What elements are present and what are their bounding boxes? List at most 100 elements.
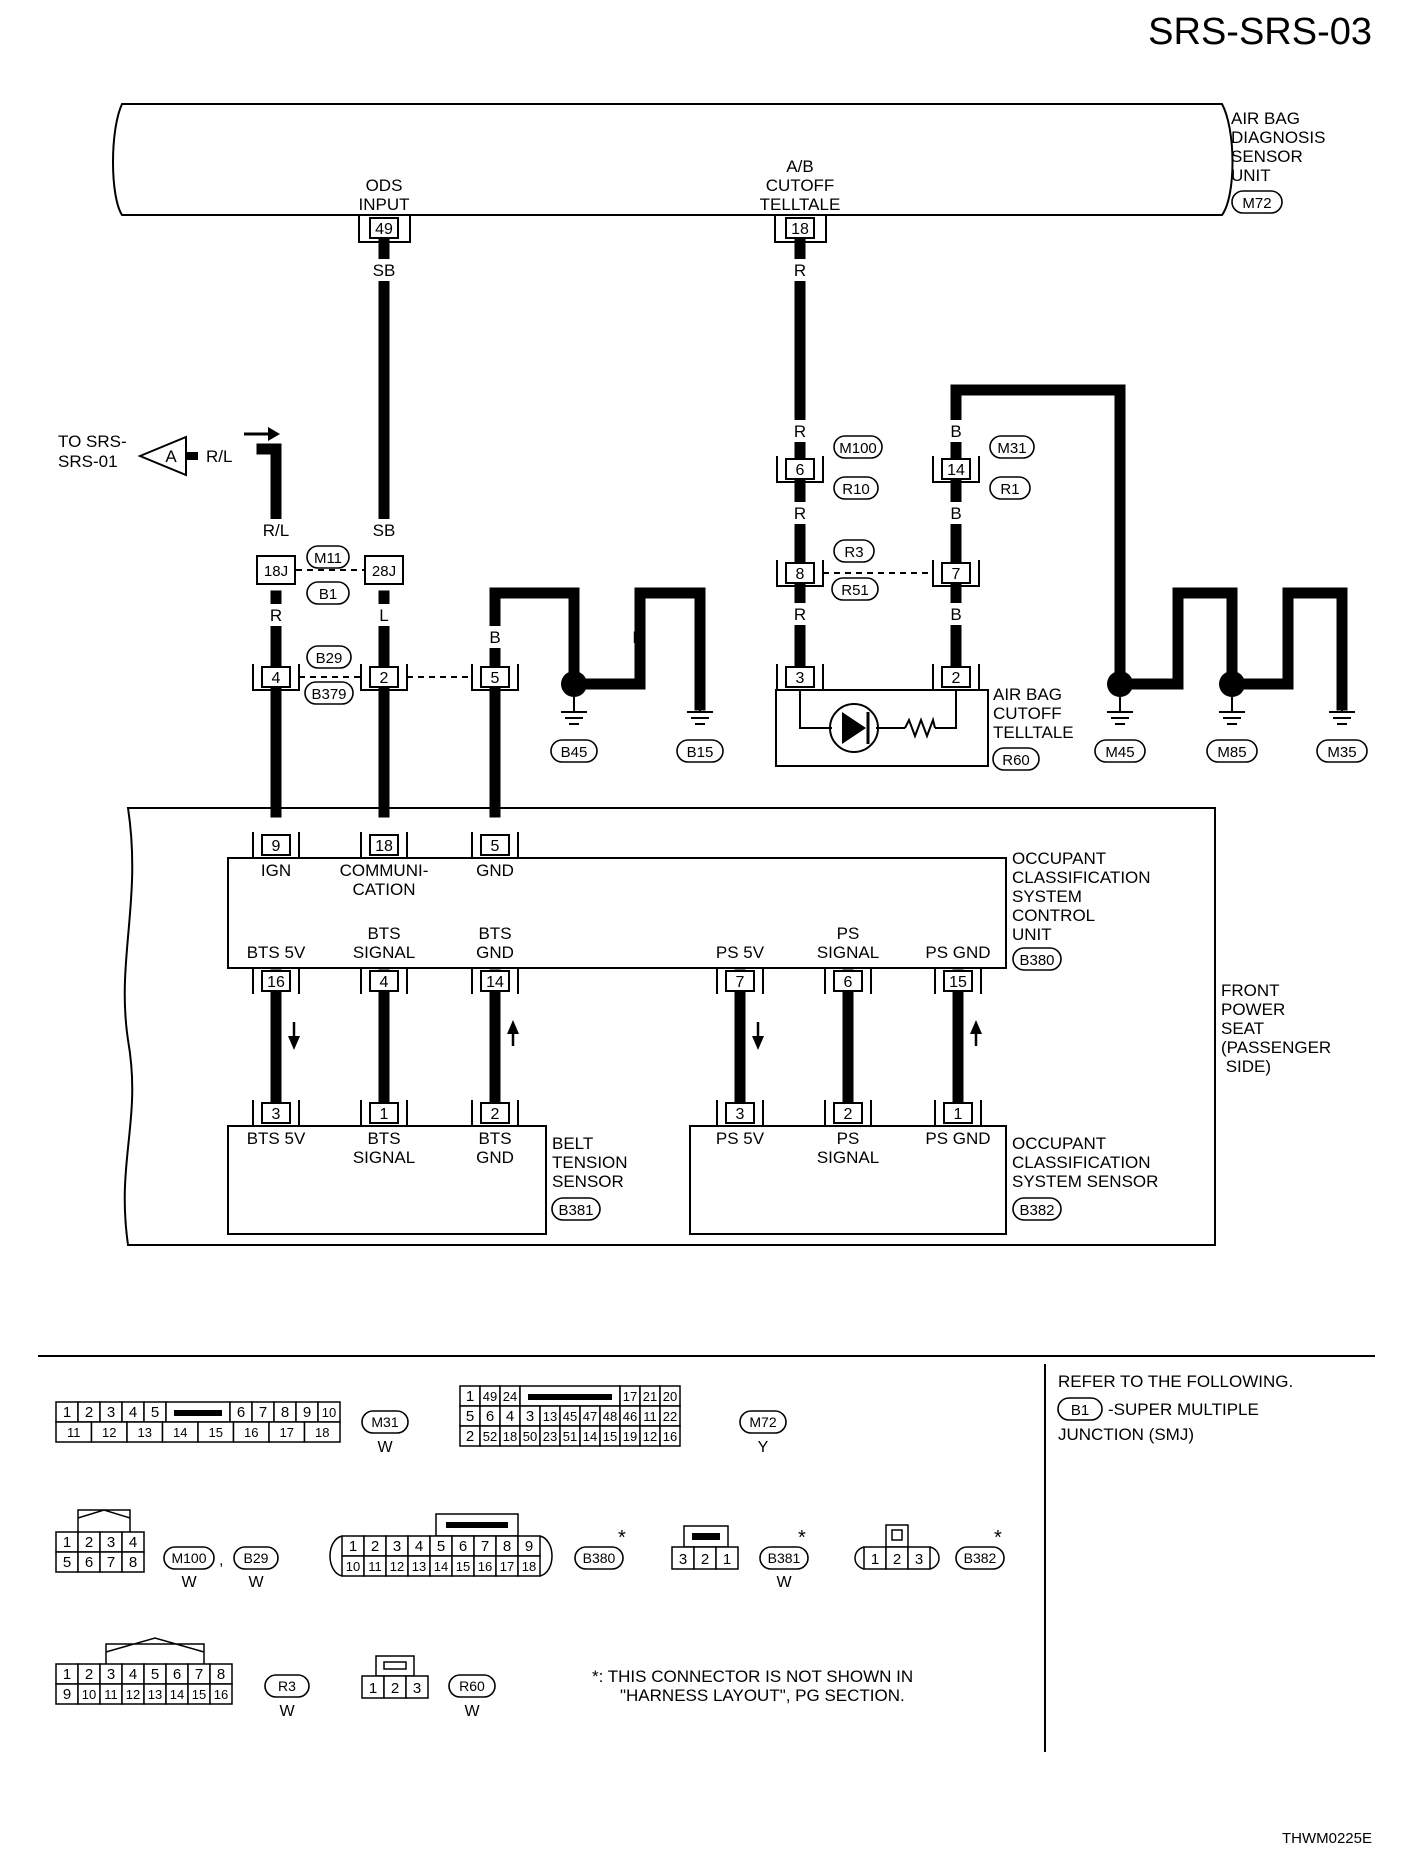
svg-text:*: THIS CONNECTOR IS NOT SHOWN: *: THIS CONNECTOR IS NOT SHOWN IN	[592, 1667, 913, 1686]
svg-text:B: B	[950, 422, 961, 441]
svg-text:2: 2	[371, 1538, 379, 1555]
svg-text:B: B	[1336, 628, 1347, 647]
svg-text:4: 4	[415, 1538, 423, 1555]
svg-text:2: 2	[466, 1428, 474, 1445]
svg-text:CATION: CATION	[353, 880, 416, 899]
front-power-seat: FRONT POWER SEAT (PASSENGER SIDE)	[123, 807, 1331, 1246]
svg-text:1: 1	[723, 1551, 731, 1568]
svg-text:B1: B1	[319, 586, 337, 603]
svg-text:12: 12	[643, 1429, 657, 1444]
svg-text:CLASSIFICATION: CLASSIFICATION	[1012, 1153, 1151, 1172]
joint-connector-b29-b379: 4 2 5 B29 B379	[252, 645, 519, 705]
svg-text:2: 2	[85, 1666, 93, 1683]
svg-text:POWER: POWER	[1221, 1000, 1285, 1019]
led-diode-icon	[829, 703, 879, 753]
svg-text:W: W	[279, 1703, 295, 1720]
svg-text:PS: PS	[837, 1129, 860, 1148]
bts-pin-1: 1 BTS SIGNAL	[353, 1100, 415, 1167]
svg-text:18: 18	[791, 221, 809, 238]
svg-text:3: 3	[272, 1106, 281, 1123]
svg-text:JUNCTION (SMJ): JUNCTION (SMJ)	[1058, 1425, 1194, 1444]
svg-text:SIGNAL: SIGNAL	[353, 1148, 415, 1167]
svg-text:9: 9	[525, 1538, 533, 1555]
svg-text:BTS: BTS	[367, 924, 400, 943]
svg-text:4: 4	[506, 1408, 514, 1425]
svg-text:13: 13	[138, 1425, 152, 1440]
joint-connector-m11-b1: 18J 28J M11 B1	[256, 545, 404, 605]
svg-text:PS: PS	[837, 924, 860, 943]
svg-text:SRS-01: SRS-01	[58, 452, 118, 471]
svg-text:9: 9	[63, 1686, 71, 1703]
svg-text:AIR BAG: AIR BAG	[1231, 109, 1300, 128]
svg-text:4: 4	[380, 974, 389, 991]
svg-text:18J: 18J	[264, 563, 288, 580]
svg-text:1: 1	[369, 1680, 377, 1697]
svg-text:UNIT: UNIT	[1231, 166, 1271, 185]
m72-tag: M72	[1231, 190, 1283, 214]
svg-text:-SUPER MULTIPLE: -SUPER MULTIPLE	[1108, 1400, 1259, 1419]
ocs-top-pin-18: 18 COMMUNI- CATION	[340, 832, 429, 899]
svg-text:BTS: BTS	[478, 1129, 511, 1148]
svg-text:1: 1	[954, 1106, 963, 1123]
svg-text:15: 15	[192, 1687, 206, 1702]
svg-text:4: 4	[129, 1666, 137, 1683]
svg-text:COMMUNI-: COMMUNI-	[340, 861, 429, 880]
svg-text:5: 5	[151, 1666, 159, 1683]
svg-text:BTS 5V: BTS 5V	[247, 1129, 306, 1148]
svg-text:*: *	[798, 1527, 806, 1549]
bts-pin-3: 3 BTS 5V	[247, 1100, 306, 1148]
resistor-icon	[904, 716, 936, 739]
svg-text:B381: B381	[768, 1550, 801, 1566]
svg-text:GND: GND	[476, 943, 514, 962]
svg-text:50: 50	[523, 1429, 537, 1444]
svg-text:PS 5V: PS 5V	[716, 943, 765, 962]
airbag-unit-label: AIR BAG DIAGNOSIS SENSOR UNIT	[1231, 109, 1325, 185]
svg-text:M72: M72	[749, 1414, 776, 1430]
svg-text:6: 6	[85, 1554, 93, 1571]
svg-text:SENSOR: SENSOR	[1231, 147, 1303, 166]
svg-text:GND: GND	[476, 1148, 514, 1167]
svg-text:17: 17	[623, 1389, 637, 1404]
svg-text:23: 23	[543, 1429, 557, 1444]
svg-text:B: B	[1282, 628, 1293, 647]
svg-text:16: 16	[244, 1425, 258, 1440]
svg-text:SYSTEM: SYSTEM	[1012, 887, 1082, 906]
svg-text:SB: SB	[373, 521, 396, 540]
svg-text:7: 7	[952, 566, 961, 583]
svg-text:14: 14	[486, 974, 504, 991]
svg-text:,: ,	[219, 1552, 223, 1569]
svg-text:B381: B381	[558, 1202, 593, 1219]
ground-b45: B45	[550, 697, 598, 763]
wire-b-telltale	[950, 384, 1126, 690]
figure-code: THWM0225E	[1282, 1830, 1372, 1847]
svg-text:18: 18	[375, 838, 393, 855]
svg-text:3: 3	[107, 1666, 115, 1683]
svg-text:SENSOR: SENSOR	[552, 1172, 624, 1191]
svg-text:FRONT: FRONT	[1221, 981, 1280, 1000]
svg-text:18: 18	[315, 1425, 329, 1440]
svg-text:8: 8	[217, 1666, 225, 1683]
svg-text:5: 5	[491, 838, 500, 855]
svg-text:1: 1	[466, 1388, 474, 1405]
svg-text:7: 7	[195, 1666, 203, 1683]
ps-pin-1: 1 PS GND	[925, 1100, 991, 1148]
footnote: *: THIS CONNECTOR IS NOT SHOWN IN "HARNE…	[592, 1667, 913, 1705]
svg-text:3: 3	[107, 1534, 115, 1551]
svg-text:2: 2	[952, 670, 961, 687]
svg-text:10: 10	[346, 1559, 360, 1574]
svg-text:5: 5	[151, 1404, 159, 1421]
svg-text:51: 51	[563, 1429, 577, 1444]
svg-text:B: B	[694, 628, 705, 647]
svg-text:14: 14	[947, 462, 965, 479]
svg-text:B382: B382	[964, 1550, 997, 1566]
joint-connector-m100-r10: 6 M100 R10	[776, 435, 883, 500]
svg-text:9: 9	[303, 1404, 311, 1421]
svg-text:SIGNAL: SIGNAL	[817, 1148, 879, 1167]
wires	[256, 238, 1348, 1106]
svg-text:2: 2	[85, 1404, 93, 1421]
svg-text:DIAGNOSIS: DIAGNOSIS	[1231, 128, 1325, 147]
svg-text:M31: M31	[371, 1414, 398, 1430]
svg-text:7: 7	[736, 974, 745, 991]
svg-text:18: 18	[522, 1559, 536, 1574]
